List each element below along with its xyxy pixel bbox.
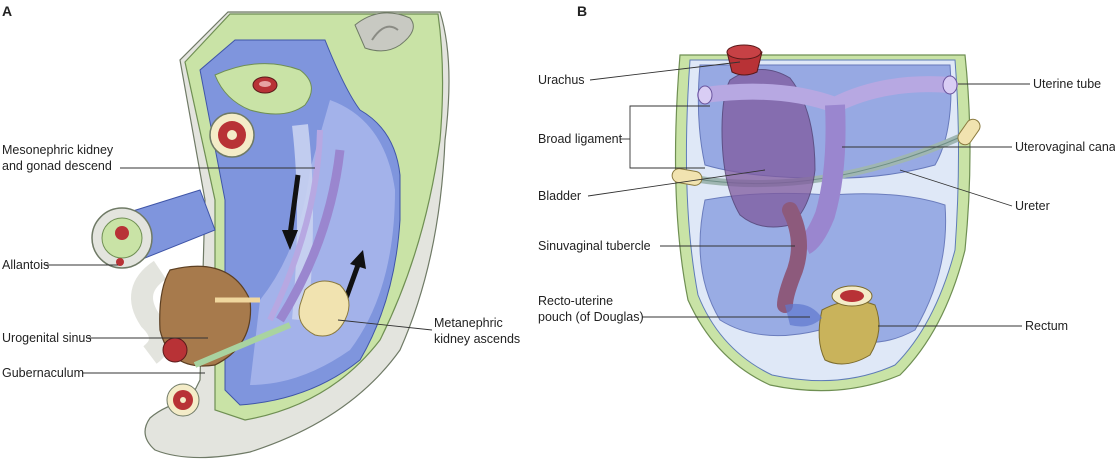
label-uterine-tube: Uterine tube xyxy=(1033,77,1101,91)
label-urogenital-sinus: Urogenital sinus xyxy=(2,331,92,345)
label-allantois: Allantois xyxy=(2,258,49,272)
descent-arrow xyxy=(287,174,301,236)
label-broad-ligament: Broad ligament xyxy=(538,132,623,146)
leader-bladder xyxy=(587,169,766,197)
label-uterovaginal-canal: Uterovaginal canal xyxy=(1015,140,1115,154)
sinuvaginal-tubercle-shape xyxy=(777,202,807,313)
label-mesonephric-line1: Mesonephric kidney xyxy=(2,143,114,157)
rectouterine-pouch-shape xyxy=(785,303,822,327)
label-rectouterine-line1: Recto-uterine xyxy=(538,294,613,308)
label-rectum: Rectum xyxy=(1025,319,1068,333)
label-metanephric-line1: Metanephric xyxy=(434,316,503,330)
leader-urachus xyxy=(589,61,741,81)
label-rectouterine-line2: pouch (of Douglas) xyxy=(538,310,644,324)
cut-surface-top xyxy=(354,12,414,52)
ureter-stub-right xyxy=(957,118,981,146)
label-bladder: Bladder xyxy=(538,189,581,203)
leader-ureter xyxy=(899,169,1013,207)
label-urachus: Urachus xyxy=(538,73,585,87)
metanephric-kidney xyxy=(298,280,350,337)
label-sinuvaginal-tubercle: Sinuvaginal tubercle xyxy=(538,239,651,253)
panel-a: A Mesonephric kidney and gonad descend A… xyxy=(2,3,520,459)
leader-metanephric xyxy=(337,319,433,331)
label-ureter: Ureter xyxy=(1015,199,1050,213)
panel-b: B Urachus Broad ligament Bladder Sinuvag… xyxy=(538,3,1115,392)
label-mesonephric-line2: and gonad descend xyxy=(2,159,112,173)
leader-broad-ligament xyxy=(629,105,710,169)
uterine-tube-end-right xyxy=(942,75,958,95)
hindgut-loop xyxy=(131,260,171,364)
panel-letter-a: A xyxy=(2,3,12,19)
label-gubernaculum: Gubernaculum xyxy=(2,366,84,380)
panel-letter-b: B xyxy=(577,3,587,19)
uterine-tube-end-left xyxy=(697,85,713,105)
mesonephric-duct-a xyxy=(292,124,313,321)
gubernaculum-shape xyxy=(193,322,292,368)
rectum-shape xyxy=(818,300,880,365)
uterovaginal-canal-shape xyxy=(799,104,846,254)
label-metanephric-line2: kidney ascends xyxy=(434,332,520,346)
uterine-tubes xyxy=(697,76,958,114)
